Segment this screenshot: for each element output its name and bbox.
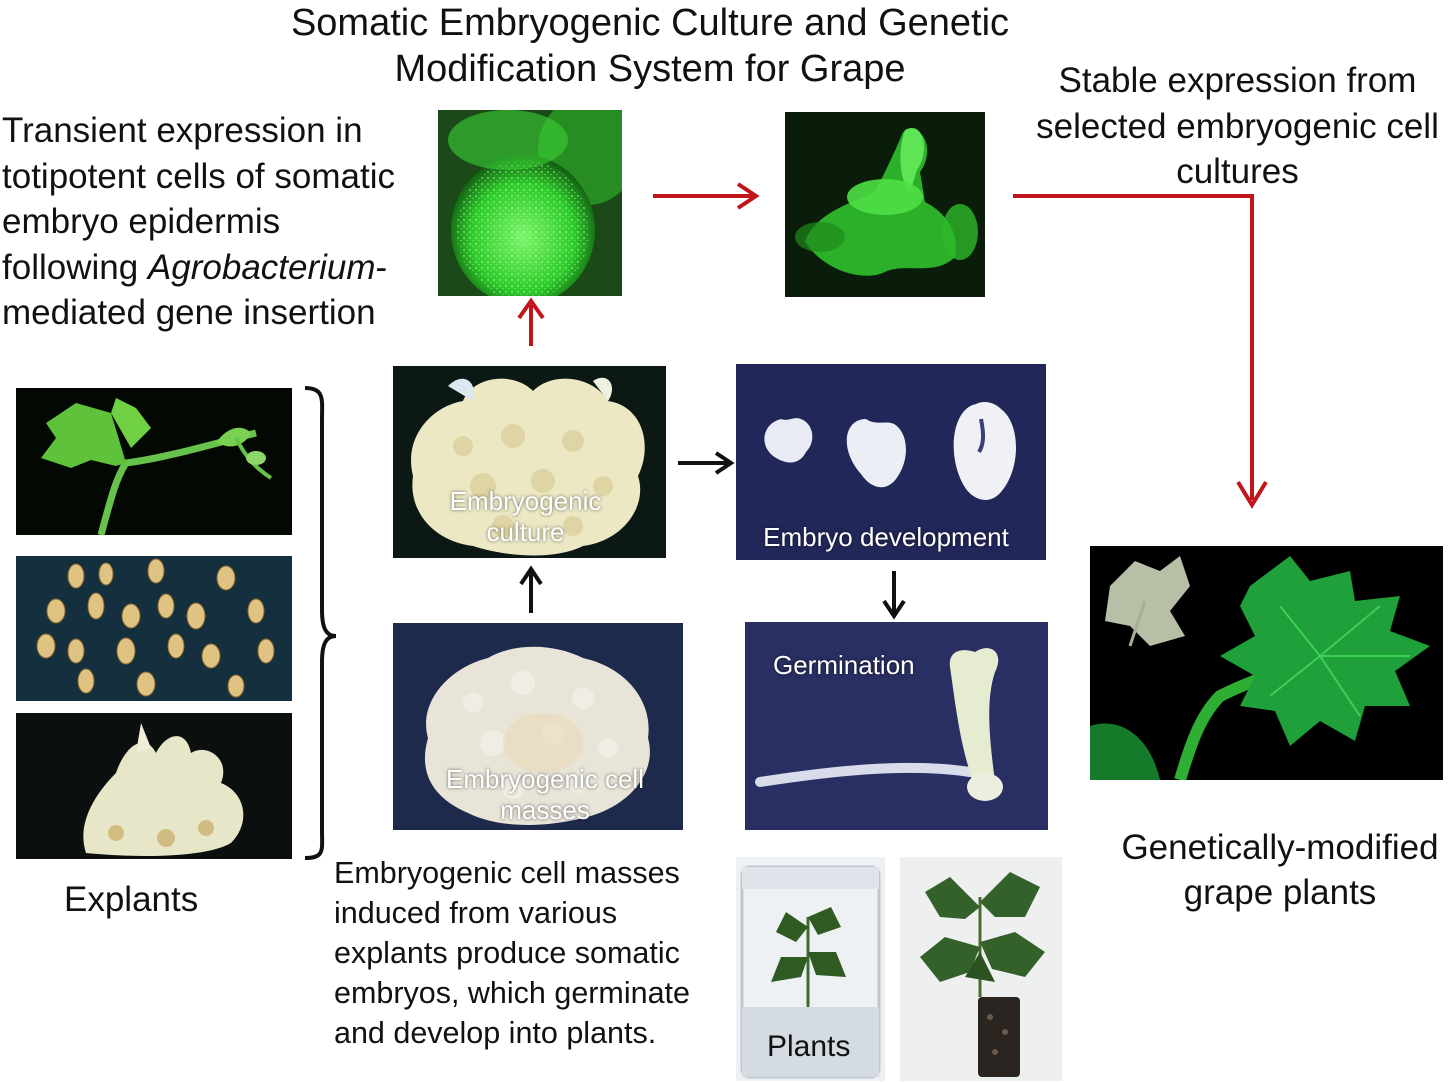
arrow-culture-to-transient bbox=[519, 301, 543, 346]
explant-culture-photo bbox=[16, 713, 292, 859]
transient-expression-text: Transient expression in totipotent cells… bbox=[2, 108, 395, 336]
transient-line-3: embryo epidermis bbox=[2, 199, 395, 245]
page-title: Somatic Embryogenic Culture and Genetic … bbox=[200, 0, 1100, 92]
arrow-culture-to-embryo-development bbox=[678, 453, 731, 473]
transient-line-5: mediated gene insertion bbox=[2, 290, 395, 336]
gm-plants-line-2: grape plants bbox=[1100, 871, 1453, 916]
description-line-3: explants produce somatic bbox=[334, 933, 690, 973]
embryogenic-culture-caption: Embryogenic culture bbox=[393, 486, 658, 548]
gm-plants-label: Genetically-modified grape plants bbox=[1100, 826, 1453, 915]
stable-line-3: cultures bbox=[1015, 149, 1453, 195]
embryogenic-culture-caption-line-2: culture bbox=[393, 517, 658, 548]
explant-shoot-photo bbox=[16, 388, 292, 535]
cell-masses-caption-line-2: masses bbox=[400, 795, 690, 826]
arrow-stable-to-gm-plants bbox=[1013, 196, 1266, 505]
gm-grape-plant-photo bbox=[1090, 546, 1443, 780]
title-line-1: Somatic Embryogenic Culture and Genetic bbox=[200, 0, 1100, 46]
germination-caption: Germination bbox=[773, 650, 915, 681]
description-line-2: induced from various bbox=[334, 893, 690, 933]
agrobacterium-italic: Agrobacterium bbox=[148, 248, 376, 287]
arrow-transient-to-stable bbox=[653, 184, 756, 208]
plants-caption: Plants bbox=[767, 1029, 850, 1065]
arrow-cell-masses-to-culture bbox=[521, 569, 541, 613]
description-line-5: and develop into plants. bbox=[334, 1013, 690, 1053]
explant-anthers-photo bbox=[16, 556, 292, 701]
embryogenic-culture-caption-line-1: Embryogenic bbox=[393, 486, 658, 517]
embryo-development-caption: Embryo development bbox=[736, 522, 1036, 553]
explants-brace bbox=[305, 388, 336, 858]
stable-line-1: Stable expression from bbox=[1015, 58, 1453, 104]
description-line-4: embryos, which germinate bbox=[334, 973, 690, 1013]
title-line-2: Modification System for Grape bbox=[200, 46, 1100, 92]
transient-line-1: Transient expression in bbox=[2, 108, 395, 154]
stable-expression-text: Stable expression from selected embryoge… bbox=[1015, 58, 1453, 195]
gm-plants-line-1: Genetically-modified bbox=[1100, 826, 1453, 871]
gfp-stable-photo bbox=[785, 112, 985, 297]
embryogenic-cell-masses-caption: Embryogenic cell masses bbox=[400, 764, 690, 826]
gfp-transient-photo bbox=[438, 110, 622, 296]
description-text: Embryogenic cell masses induced from var… bbox=[334, 853, 690, 1053]
description-line-1: Embryogenic cell masses bbox=[334, 853, 690, 893]
transient-line-4-suffix: - bbox=[376, 248, 388, 287]
potted-plant-photo bbox=[900, 857, 1062, 1081]
arrow-embryo-to-germination bbox=[884, 571, 904, 616]
transient-line-4-prefix: following bbox=[2, 248, 148, 287]
cell-masses-caption-line-1: Embryogenic cell bbox=[400, 764, 690, 795]
transient-line-2: totipotent cells of somatic bbox=[2, 154, 395, 200]
transient-line-4: following Agrobacterium- bbox=[2, 245, 395, 291]
stable-line-2: selected embryogenic cell bbox=[1015, 104, 1453, 150]
explants-label: Explants bbox=[64, 878, 198, 922]
